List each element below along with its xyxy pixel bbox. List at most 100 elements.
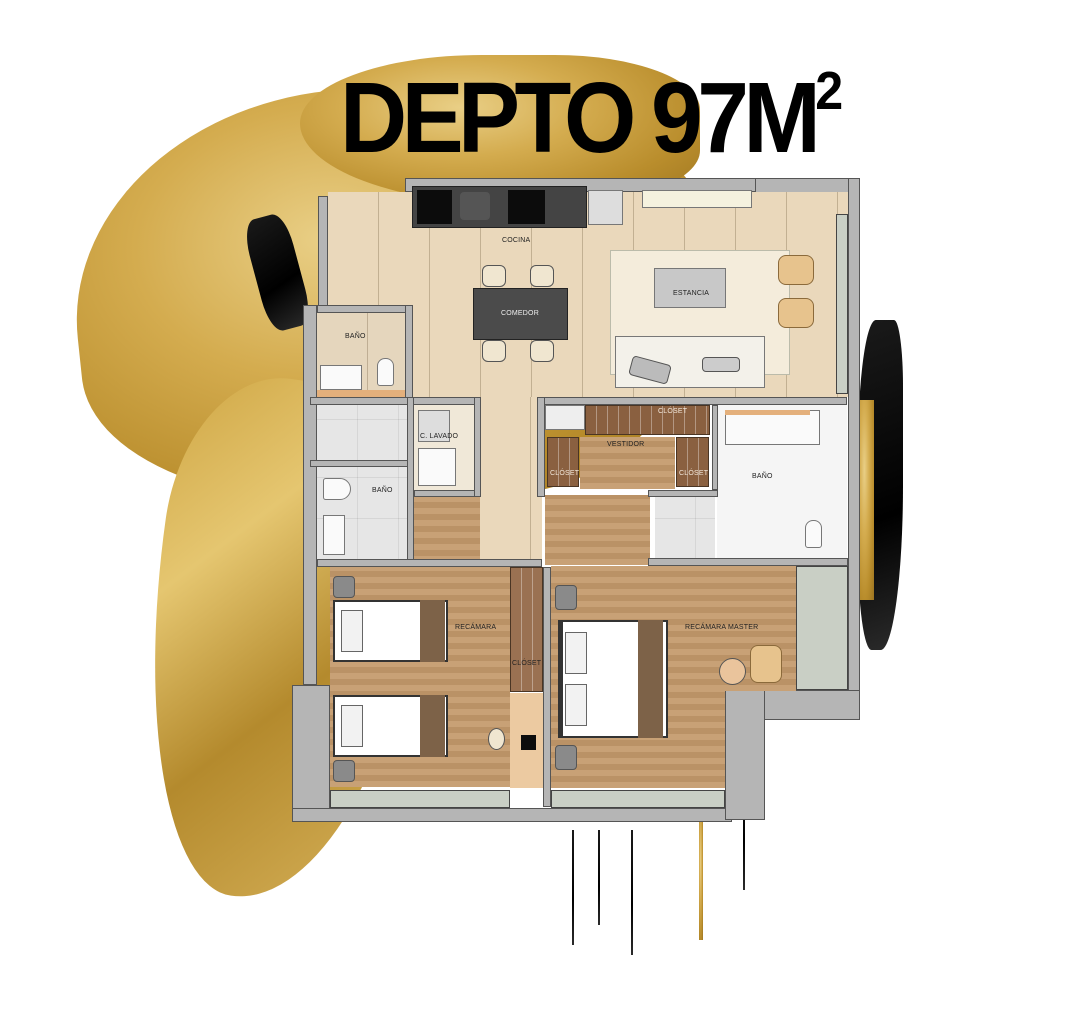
dining-chair	[482, 265, 506, 287]
pillow	[341, 610, 363, 652]
title-text: DEPTO 97M	[340, 62, 821, 174]
room-label-bano-master: BAÑO	[752, 473, 773, 480]
wall-bedroom-top	[317, 559, 542, 567]
room-label-bano-visitas: BAÑO	[345, 333, 366, 340]
wall-bath2-right	[407, 397, 414, 562]
closet-right	[676, 437, 709, 487]
room-label-estancia: ESTANCIA	[673, 290, 710, 297]
dining-chair	[530, 265, 554, 287]
wall-guest-bath-right	[405, 305, 413, 405]
refrigerator	[588, 190, 623, 225]
pillow	[341, 705, 363, 747]
wall-guest-bath	[317, 305, 412, 313]
nightstand	[333, 760, 355, 782]
closet-left	[547, 437, 579, 487]
nightstand	[333, 576, 355, 598]
bath2-vanity	[323, 515, 345, 555]
bed-twin-1	[333, 600, 448, 662]
master-vanity	[725, 410, 820, 445]
wall-master-shower	[648, 490, 718, 497]
sofa-cushion	[702, 357, 740, 372]
bed-runner	[420, 600, 445, 662]
gold-paint-stroke-right	[858, 400, 874, 600]
guest-counter	[317, 390, 405, 397]
room-label-closet-top: CLÓSET	[658, 408, 688, 415]
coffee-table	[654, 268, 726, 308]
closet-top	[585, 405, 710, 435]
side-table	[719, 658, 746, 685]
wall-right	[848, 178, 860, 696]
window-bedroom	[330, 790, 510, 808]
room-label-bano-2: BAÑO	[372, 487, 393, 494]
room-label-recamara-master: RECÁMARA MASTER	[685, 624, 759, 631]
window-living-side	[836, 214, 848, 394]
wall-left	[303, 305, 317, 685]
guest-vanity	[320, 365, 362, 390]
master-shower	[655, 497, 715, 559]
hall-wood-floor	[414, 497, 480, 562]
armchair	[778, 298, 814, 328]
wall-bottom	[292, 808, 732, 822]
dining-table	[473, 288, 568, 340]
washer	[418, 410, 450, 442]
kitchen-sink	[460, 192, 490, 220]
bedroom-closet	[510, 567, 543, 692]
wall-vestidor-top	[537, 397, 847, 405]
paint-drip-4	[743, 770, 745, 890]
window-master	[551, 790, 725, 808]
paint-drip-1	[572, 830, 574, 945]
pillow	[565, 684, 587, 726]
guest-toilet	[377, 358, 394, 386]
shower-2	[317, 405, 407, 460]
armchair	[778, 255, 814, 285]
room-label-closet-left: CLÓSET	[550, 470, 580, 477]
pillow	[565, 632, 587, 674]
master-hall-floor	[545, 495, 650, 565]
wall-bath2-mid	[310, 460, 410, 467]
paint-drip-3	[631, 830, 633, 955]
wall-laundry-right	[474, 397, 481, 497]
bed-runner	[420, 695, 445, 757]
wall-left-upper	[318, 196, 328, 306]
paint-drip-gold	[699, 820, 703, 940]
bed-king	[558, 620, 668, 738]
dryer	[418, 448, 456, 486]
kitchen-bar	[642, 190, 752, 208]
wall-left-lower-block	[292, 685, 330, 820]
bed-twin-2	[333, 695, 448, 757]
hallway-floor	[480, 397, 542, 562]
cooktop	[508, 190, 545, 224]
wall-bedroom-divider	[543, 567, 551, 807]
wall-master-bath-left	[712, 405, 718, 490]
page-title: DEPTO 97M2	[340, 64, 843, 168]
dining-chair	[530, 340, 554, 362]
master-armchair	[750, 645, 782, 683]
desk-laptop	[521, 735, 536, 750]
bed-runner	[638, 620, 663, 738]
room-label-closet-right: CLÓSET	[679, 470, 709, 477]
oven-appliance	[417, 190, 452, 224]
wall-bath2	[310, 397, 480, 405]
bath2-toilet	[323, 478, 351, 500]
vestidor-floor	[580, 437, 675, 489]
master-vanity-top	[725, 410, 810, 415]
storage-box	[545, 405, 585, 430]
room-label-c-lavado: C. LAVADO	[420, 433, 459, 440]
room-label-recamara: RECÁMARA	[455, 624, 497, 631]
room-label-closet-recamara: CLÓSET	[512, 660, 542, 667]
window-master-side	[796, 566, 848, 690]
room-label-cocina: COCINA	[502, 237, 531, 244]
wall-lower-right-vertical	[725, 690, 765, 820]
wall-master-bath-bottom	[648, 558, 848, 566]
nightstand	[555, 745, 577, 770]
master-toilet	[805, 520, 822, 548]
title-superscript: 2	[815, 61, 844, 121]
room-label-vestidor: VESTIDOR	[607, 441, 645, 448]
nightstand	[555, 585, 577, 610]
wall-laundry-bottom	[414, 490, 480, 497]
room-label-comedor: COMEDOR	[501, 310, 539, 317]
paint-drip-2	[598, 830, 600, 925]
desk-chair	[488, 728, 505, 750]
dining-chair	[482, 340, 506, 362]
